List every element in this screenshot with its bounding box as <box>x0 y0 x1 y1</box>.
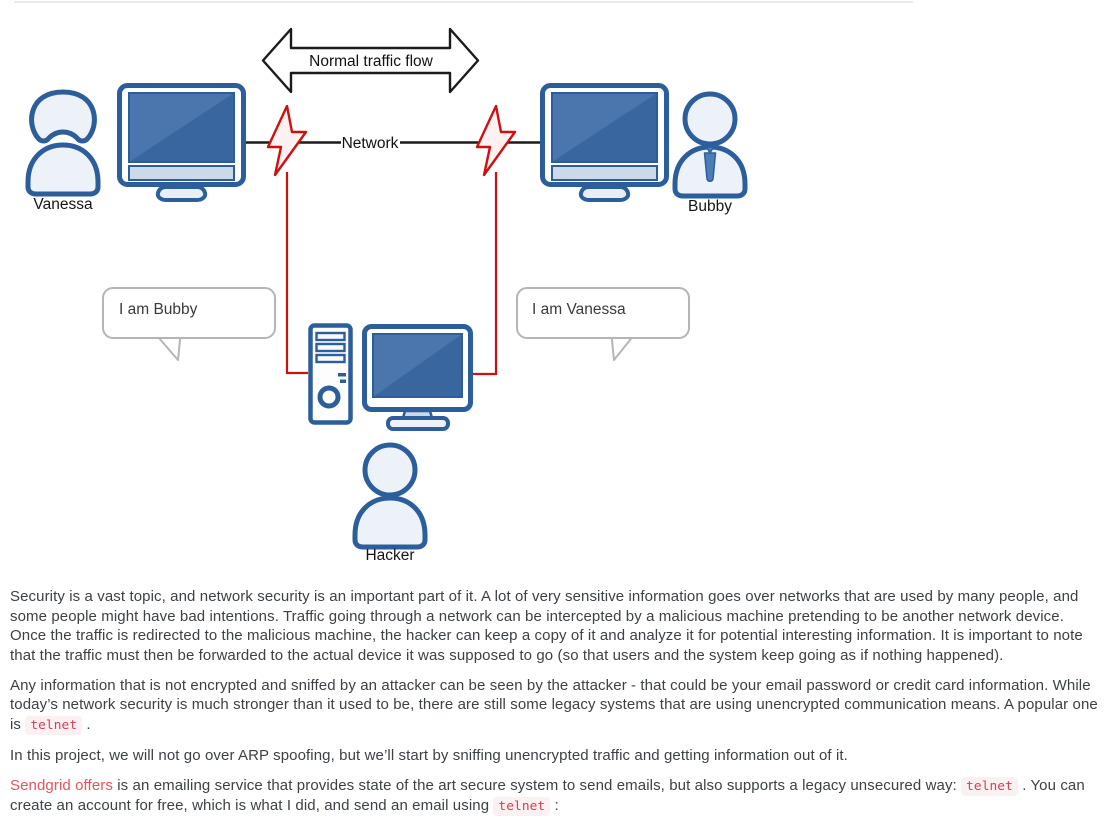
hacker-tower-icon <box>308 323 353 425</box>
attack-path <box>285 172 498 376</box>
tie-icon <box>703 152 717 182</box>
attack-path-left <box>285 172 308 375</box>
network-diagram: Normal traffic flow Network Vanessa <box>25 27 748 564</box>
text-run: Security is a vast topic, and network se… <box>10 588 1083 664</box>
paragraph-4: Sendgrid offers is an emailing service t… <box>10 776 1102 817</box>
arrow-label: Normal traffic flow <box>309 53 434 70</box>
inline-code: telnet <box>961 776 1018 796</box>
hacker-label: Hacker <box>365 547 414 564</box>
paragraph-1: Security is a vast topic, and network se… <box>10 587 1102 665</box>
double-arrow-icon <box>261 27 480 94</box>
bubble-bubby-text: I am Bubby <box>119 301 198 318</box>
traffic-flow-arrow: Normal traffic flow <box>261 27 480 94</box>
paragraph-3: In this project, we will not go over ARP… <box>10 746 1102 766</box>
text-run: Any information that is not encrypted an… <box>10 676 1098 733</box>
top-divider <box>14 1 913 3</box>
sendgrid-link[interactable]: Sendgrid offers <box>10 776 113 794</box>
speech-bubble-bubby: I am Bubby <box>102 287 276 361</box>
attack-path-right <box>473 172 498 376</box>
vanessa-user-icon <box>25 89 101 197</box>
text-run: . <box>82 715 91 733</box>
text-run: In this project, we will not go over ARP… <box>10 746 848 764</box>
text-run: is an emailing service that provides sta… <box>112 776 962 794</box>
vanessa-computer-icon <box>117 83 246 202</box>
bubby-label: Bubby <box>688 198 732 215</box>
interception-bolt-left-icon <box>266 104 308 177</box>
bubby-computer-icon <box>540 83 669 202</box>
interception-bolt-right-icon <box>475 104 517 177</box>
speech-bubble-vanessa: I am Vanessa <box>516 287 690 361</box>
hacker-monitor-icon <box>362 324 473 431</box>
vanessa-label: Vanessa <box>33 196 93 213</box>
tie-icon <box>705 146 715 155</box>
bubble-vanessa-text: I am Vanessa <box>532 301 626 318</box>
paragraph-2: Any information that is not encrypted an… <box>10 676 1102 736</box>
diagram-wrap: Normal traffic flow Network Vanessa <box>0 0 780 578</box>
network-label: Network <box>342 135 399 152</box>
inline-code: telnet <box>25 715 83 735</box>
article: Security is a vast topic, and network se… <box>10 587 1102 827</box>
hacker-user-icon <box>352 442 428 550</box>
bubby-user-icon <box>672 91 748 199</box>
